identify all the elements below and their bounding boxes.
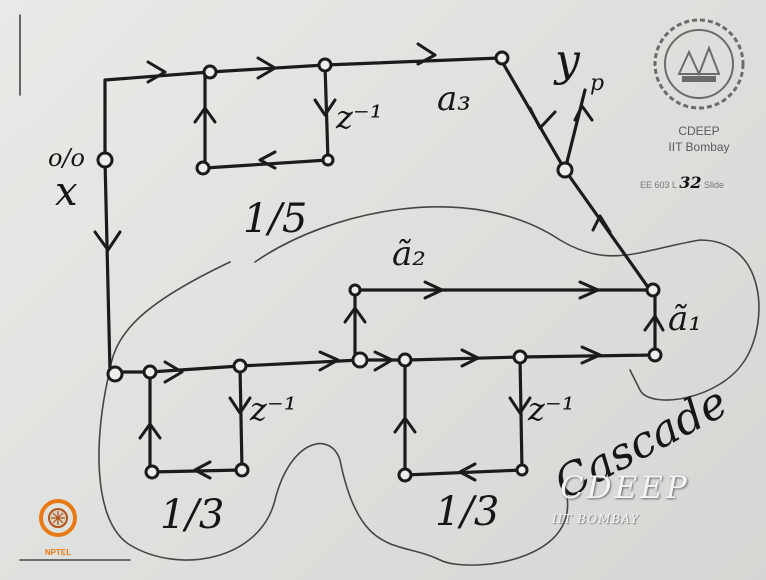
node — [399, 469, 411, 481]
lecture-number: 32 — [679, 173, 701, 192]
node — [234, 360, 246, 372]
label-input-x: x — [55, 169, 78, 215]
node — [144, 366, 156, 378]
label-a2-tilde: ã₂ — [392, 234, 426, 274]
label-one-third-left: 1/3 — [160, 492, 224, 538]
node — [319, 59, 331, 71]
node — [514, 351, 526, 363]
node — [496, 52, 508, 64]
label-a3: a₃ — [437, 79, 471, 119]
label-one-third-right: 1/3 — [435, 489, 499, 535]
label-zinv-top: z⁻¹ — [335, 98, 383, 136]
label-zinv-left: z⁻¹ — [249, 390, 297, 428]
node — [353, 353, 367, 367]
node — [98, 153, 112, 167]
node — [517, 465, 527, 475]
badge-name: CDEEP — [640, 124, 758, 138]
left-path — [105, 160, 110, 372]
node — [647, 284, 659, 296]
node — [558, 163, 572, 177]
delay-loop-top — [205, 65, 328, 168]
label-one-fifth: 1/5 — [243, 196, 307, 242]
node — [146, 466, 158, 478]
slide-reference: EE 603 L 32 Slide — [640, 173, 766, 192]
badge-institute: IIT Bombay — [640, 140, 758, 154]
arrow — [148, 62, 165, 82]
watermark-title: CDEEP — [560, 470, 720, 506]
cdeep-badge: CDEEP IIT Bombay — [640, 12, 758, 192]
output-branch — [565, 90, 585, 170]
slide-prefix: EE 603 L — [640, 180, 677, 190]
arrow — [530, 108, 555, 128]
node — [108, 367, 122, 381]
delay-loop-right — [405, 357, 522, 475]
node — [350, 285, 360, 295]
nptel-label: NPTEL — [38, 548, 78, 557]
arrow — [575, 106, 592, 120]
lower-path — [118, 290, 655, 372]
slide-suffix: Slide — [704, 180, 724, 190]
label-input-symbol: o/o — [48, 144, 85, 172]
node — [204, 66, 216, 78]
node — [236, 464, 248, 476]
label-zinv-right: z⁻¹ — [527, 390, 575, 428]
label-output-y: y — [553, 35, 581, 86]
node — [649, 349, 661, 361]
label-a1-tilde: ã₁ — [668, 299, 702, 339]
node — [323, 155, 333, 165]
node — [399, 354, 411, 366]
nptel-logo-icon — [38, 494, 78, 550]
node — [197, 162, 209, 174]
label-output-p: p — [590, 71, 604, 96]
watermark-subtitle: IIT BOMBAY — [552, 512, 712, 526]
iit-bombay-logo-icon — [640, 12, 758, 122]
